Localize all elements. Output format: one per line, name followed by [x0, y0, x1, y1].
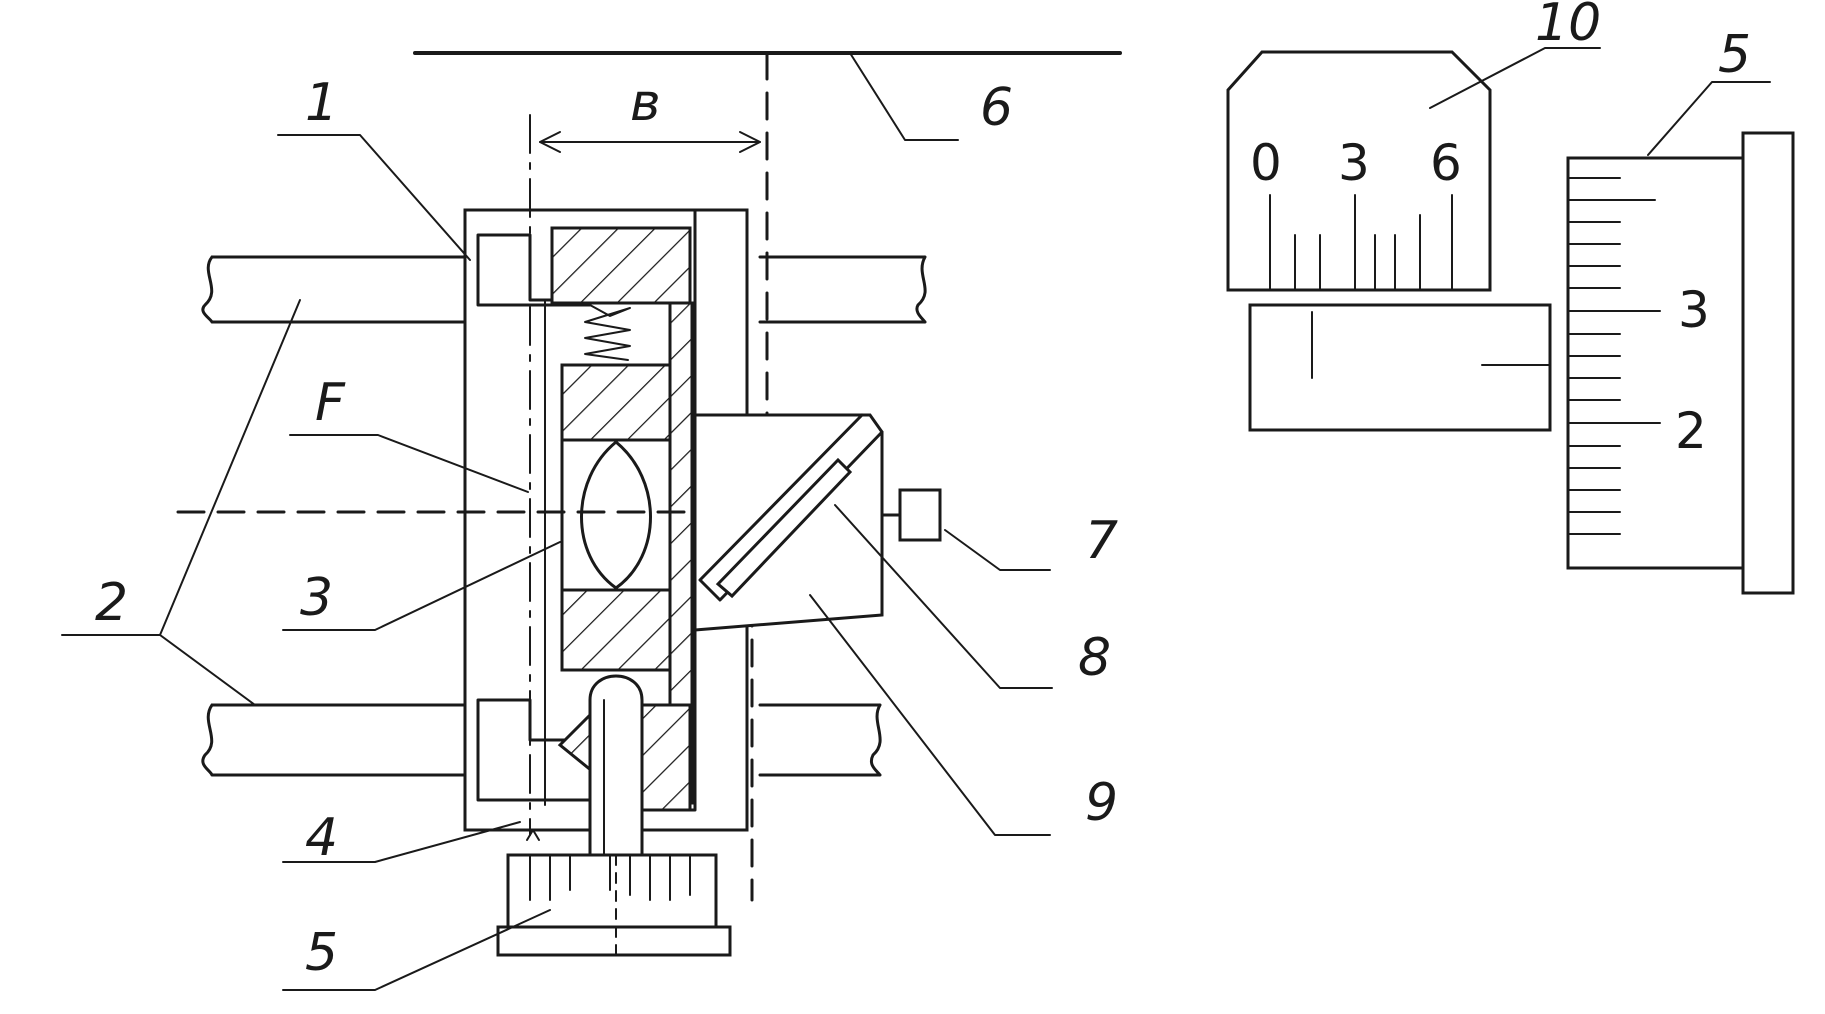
label-5: 5 [305, 923, 338, 983]
drum-scale-ticks [1567, 177, 1661, 535]
drum-scale-body [1566, 156, 1745, 570]
micrometer-base [496, 925, 732, 957]
leader-lines [61, 52, 1053, 991]
drum-ticks [529, 854, 691, 961]
lens-holder-upper [560, 363, 672, 442]
label-1: 1 [305, 73, 338, 133]
mirror [715, 457, 853, 599]
label-3: 3 [300, 568, 333, 628]
vernier-window [1226, 50, 1492, 292]
knob [898, 488, 942, 542]
label-F: F [315, 373, 346, 433]
plunger [588, 674, 644, 857]
label-4: 4 [305, 808, 338, 868]
lens-housing [560, 438, 672, 592]
label-6: 6 [980, 78, 1013, 138]
label-7: 7 [1085, 511, 1118, 571]
lower-rail [201, 703, 882, 777]
drum-scale-flange [1741, 131, 1795, 595]
vernier-num-0: 0 [1250, 134, 1282, 192]
vernier-num-3: 3 [1338, 134, 1370, 192]
vernier-num-6: 6 [1430, 134, 1462, 192]
lens-holder-lower [560, 588, 672, 672]
label-10: 10 [1535, 0, 1601, 53]
scale-slider [1248, 303, 1552, 432]
label-8: 8 [1078, 628, 1111, 688]
drum-scale-num-2: 2 [1675, 402, 1707, 460]
vernier-ticks [1269, 194, 1453, 291]
label-9: 9 [1085, 773, 1118, 833]
upper-rail [201, 255, 927, 324]
drum-scale-num-3: 3 [1678, 281, 1710, 339]
lens [580, 440, 652, 590]
spring [584, 304, 631, 361]
micrometer-drum [506, 853, 718, 929]
top-block [550, 226, 692, 305]
label-5-right: 5 [1718, 25, 1751, 85]
label-b: в [630, 73, 661, 133]
index-mark [526, 829, 540, 841]
distance-arrow [539, 131, 761, 153]
right-leader-lines [1429, 47, 1771, 156]
label-2: 2 [95, 573, 128, 633]
